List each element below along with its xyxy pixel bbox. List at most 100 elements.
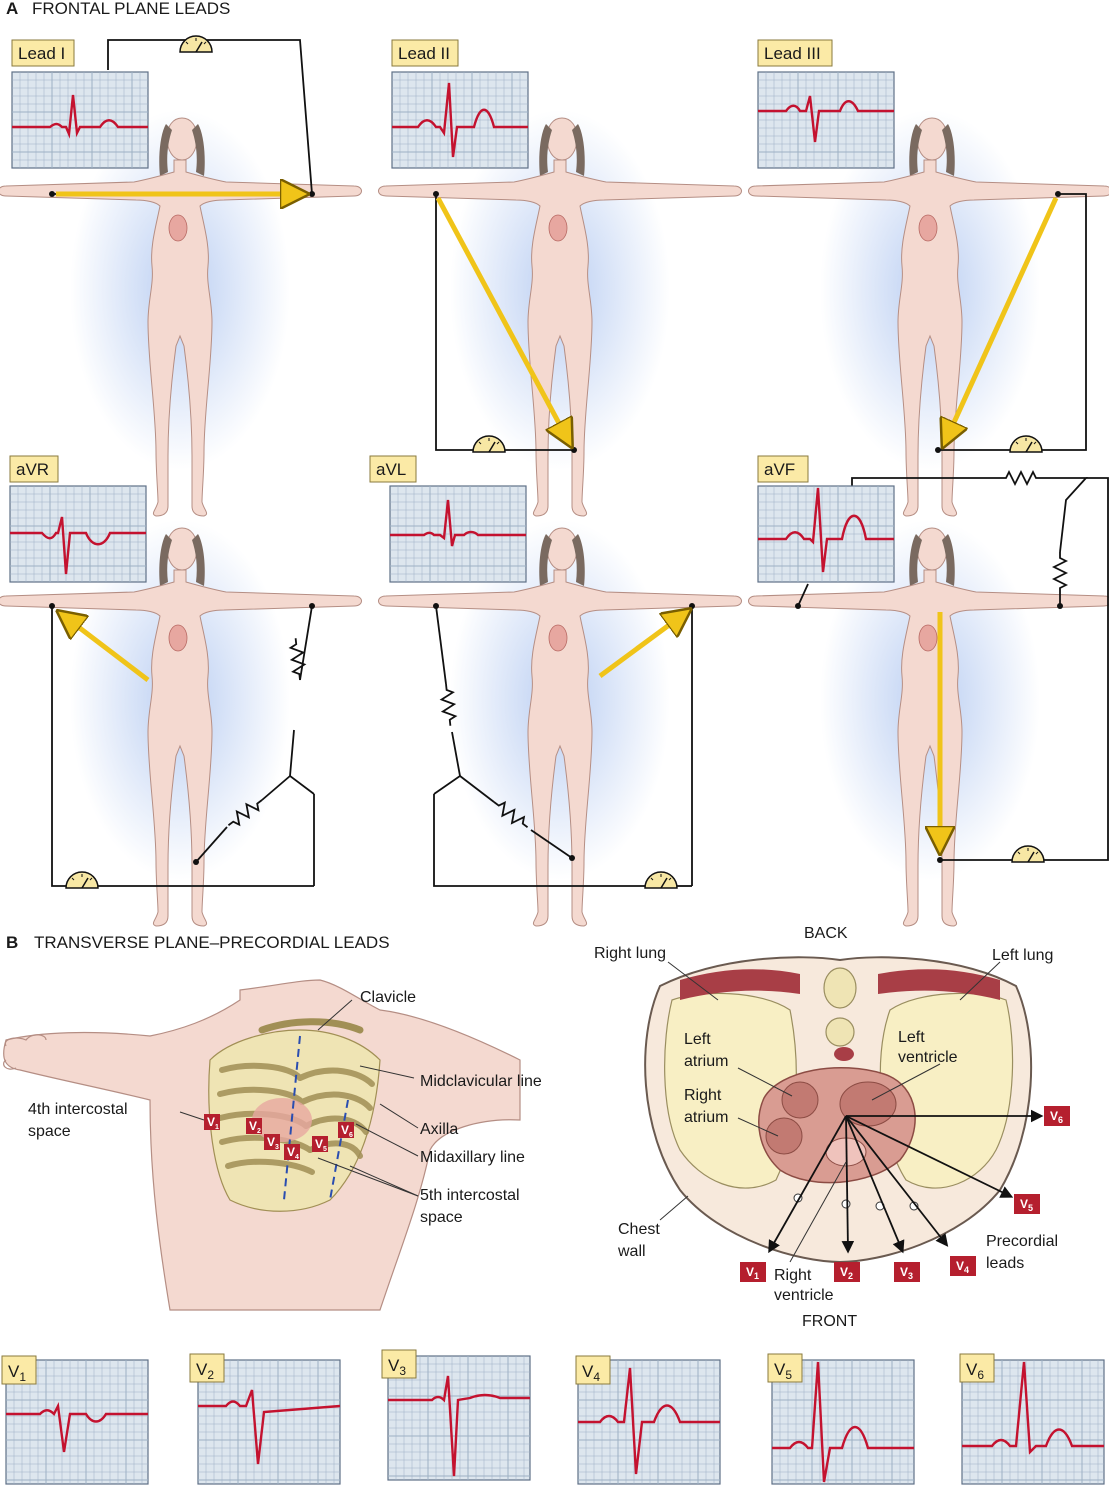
v1-trace — [6, 1401, 148, 1453]
lead-iii-tag — [757, 39, 833, 67]
fifth-intercostal-label-1: 5th intercostal — [420, 1187, 520, 1204]
lead-i-panel — [0, 35, 362, 517]
precordial-tag-v3: V3 — [267, 1135, 279, 1151]
v5-arrow-tag — [1014, 1194, 1040, 1214]
right-atrium-label-2: atrium — [684, 1109, 728, 1126]
section-b-letter: B — [6, 933, 18, 952]
avr-label: aVR — [16, 460, 49, 479]
precordial-tag-v3: V3 — [900, 1265, 913, 1281]
v2-letter: V — [196, 1360, 208, 1379]
left-ventricle-label-1: Left — [898, 1029, 925, 1046]
fourth-intercostal-label-2: space — [28, 1123, 71, 1140]
avf-panel — [748, 471, 1109, 927]
v3-sub: 3 — [399, 1364, 406, 1378]
v3-tag: V3 — [381, 1349, 417, 1379]
midaxillary-line-label: Midaxillary line — [420, 1149, 525, 1166]
precordial-leads-label-2: leads — [986, 1255, 1024, 1272]
v5-tag: V5 — [767, 1353, 803, 1383]
v6-trace — [962, 1361, 1104, 1455]
precordial-tag-v2: V2 — [249, 1119, 261, 1135]
right-ventricle-label-1: Right — [774, 1267, 812, 1284]
v2-sub: 2 — [207, 1368, 214, 1382]
v6-ecg — [961, 1359, 1105, 1485]
v4-sub: 4 — [593, 1370, 600, 1384]
v4-tag: V4 — [575, 1355, 611, 1385]
v6-sub: 6 — [977, 1368, 984, 1382]
avf-label: aVF — [764, 460, 795, 479]
right-atrium-label-1: Right — [684, 1087, 722, 1104]
svg-text:V1: V1 — [8, 1362, 26, 1384]
left-atrium-label-1: Left — [684, 1031, 711, 1048]
precordial-tag-v4: V4 — [287, 1145, 299, 1161]
v2-trace — [198, 1389, 341, 1465]
v1-tag: V1 — [1, 1355, 37, 1385]
avl-tag — [369, 455, 417, 483]
fourth-intercostal-label-1: 4th intercostal — [28, 1101, 128, 1118]
chest-illustration — [3, 979, 521, 1311]
right-lung-label: Right lung — [594, 945, 666, 962]
section-a-title: FRONTAL PLANE LEADS — [32, 0, 230, 18]
left-ventricle-label-2: ventricle — [898, 1049, 958, 1066]
v6-tag: V6 — [959, 1353, 995, 1383]
v5-sub: 5 — [785, 1368, 792, 1382]
v4-arrow-tag — [950, 1256, 976, 1276]
v2-tag: V2 — [189, 1353, 225, 1383]
lead-ii-tag — [391, 39, 459, 67]
lead-iii-panel — [748, 110, 1109, 517]
lead-i-trace — [12, 94, 148, 139]
v4-trace — [578, 1367, 720, 1475]
axilla-label: Axilla — [420, 1121, 458, 1138]
v6-arrow-tag — [1044, 1106, 1070, 1126]
avr-panel — [0, 520, 362, 927]
chest-wall-label-1: Chest — [618, 1221, 660, 1238]
right-ventricle-label-2: ventricle — [774, 1287, 834, 1304]
back-label: BACK — [804, 925, 848, 942]
left-atrium-label-2: atrium — [684, 1053, 728, 1070]
svg-text:V2: V2 — [196, 1360, 214, 1382]
lead-i-ecg — [11, 71, 149, 169]
lead-iii-label: Lead III — [764, 44, 821, 63]
precordial-tag-v1: V1 — [207, 1115, 219, 1131]
svg-text:V6: V6 — [966, 1360, 984, 1382]
v3-trace — [388, 1375, 530, 1477]
v1-sub: 1 — [19, 1370, 26, 1384]
v1-letter: V — [8, 1362, 20, 1381]
left-lung-label: Left lung — [992, 947, 1053, 964]
avl-panel — [378, 520, 742, 927]
midclavicular-line-label: Midclavicular line — [420, 1073, 542, 1090]
precordial-tag-v2: V2 — [840, 1265, 853, 1281]
fifth-intercostal-label-2: space — [420, 1209, 463, 1226]
v5-ecg — [771, 1359, 915, 1485]
lead-i-label: Lead I — [18, 44, 65, 63]
precordial-tag-v1: V1 — [746, 1265, 759, 1281]
lead-iii-trace — [758, 95, 894, 143]
front-label: FRONT — [802, 1313, 857, 1330]
lead-ii-panel — [378, 110, 742, 517]
avf-tag — [757, 455, 809, 483]
precordial-tag-v6: V6 — [341, 1123, 353, 1139]
clavicle-label: Clavicle — [360, 989, 416, 1006]
v2-arrow-tag — [834, 1262, 860, 1282]
lead-ii-trace — [392, 82, 528, 158]
precordial-leads-label-1: Precordial — [986, 1233, 1058, 1250]
precordial-tag-v5: V5 — [1020, 1197, 1033, 1213]
svg-text:V5: V5 — [774, 1360, 792, 1382]
avr-ecg — [9, 485, 147, 583]
avf-ecg — [757, 485, 895, 583]
v3-letter: V — [388, 1356, 400, 1375]
section-b-title: TRANSVERSE PLANE–PRECORDIAL LEADS — [34, 933, 390, 952]
precordial-tag-v5: V5 — [315, 1137, 327, 1153]
thorax-cross-section — [644, 956, 1070, 1282]
avl-trace — [390, 499, 526, 547]
lead-iii-ecg — [757, 71, 895, 169]
lead-ii-label: Lead II — [398, 44, 450, 63]
v4-letter: V — [582, 1362, 594, 1381]
section-a-letter: A — [6, 0, 18, 18]
avl-label: aVL — [376, 460, 406, 479]
avl-ecg — [389, 485, 527, 583]
svg-text:V4: V4 — [582, 1362, 600, 1384]
avr-trace — [10, 516, 146, 575]
v5-trace — [772, 1361, 914, 1483]
